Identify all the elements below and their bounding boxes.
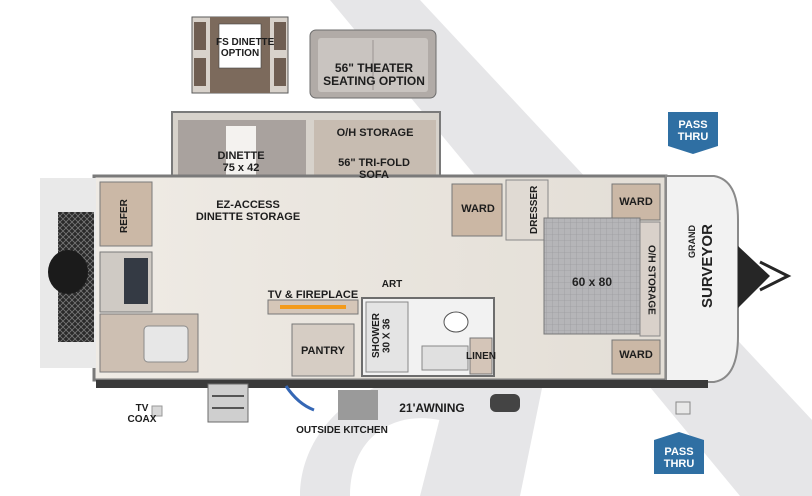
- kitchen-sink: [143, 325, 189, 363]
- theater-seating-option-drawing: [309, 29, 437, 99]
- linen-label: LINEN: [466, 351, 496, 362]
- entry-steps: [207, 383, 249, 423]
- toilet: [443, 311, 469, 333]
- dinette-table: [226, 126, 256, 184]
- ward-mid-drawing: [451, 183, 503, 237]
- ward-mid-label: WARD: [461, 203, 495, 215]
- sofa-drawing: [314, 120, 436, 182]
- pass-thru-badge-bottom-shape: [654, 432, 704, 474]
- pantry-label: PANTRY: [301, 345, 345, 357]
- outdoor-hose: [284, 385, 315, 412]
- stove-top: [124, 258, 148, 304]
- coax-port: [151, 405, 163, 417]
- brand-grand: GRAND: [687, 225, 697, 259]
- bed-drawing: [543, 217, 641, 335]
- oh-storage-top-label: O/H STORAGE: [336, 127, 414, 139]
- awning-rail: [96, 380, 708, 388]
- fs-dinette-option-drawing: [191, 16, 289, 94]
- pantry-drawing: [291, 323, 355, 377]
- hitch: [738, 246, 770, 308]
- refer-label: REFER: [119, 199, 130, 233]
- hitch-tongue: [759, 260, 792, 292]
- spare-tire: [48, 250, 88, 294]
- oh-storage-right-label: O/H STORAGE: [645, 245, 657, 315]
- front-cap: [665, 175, 739, 383]
- ward-bottom-right-drawing: [611, 339, 661, 375]
- dresser-drawing: [505, 179, 549, 241]
- refer-drawing: [99, 181, 153, 247]
- outside-kitchen-drawing: [338, 390, 378, 420]
- ward-top-right-label: WARD: [619, 196, 653, 208]
- front-jack: [675, 401, 691, 415]
- oh-storage-right-drawing: [639, 221, 661, 337]
- awning-label: 21'AWNING: [399, 401, 465, 415]
- pass-thru-badge-top-shape: [668, 112, 718, 154]
- outside-kitchen-label: OUTSIDE KITCHEN: [296, 425, 388, 436]
- dresser-label: DRESSER: [529, 185, 540, 235]
- fireplace-flame: [280, 305, 346, 309]
- ward-bottom-right-label: WARD: [619, 349, 653, 361]
- art-label: ART: [381, 279, 403, 290]
- bed-size-label: 60 x 80: [571, 275, 613, 289]
- linen-drawing: [469, 337, 493, 375]
- brand-surveyor: SURVEYOR: [699, 224, 716, 308]
- wheel-well: [490, 394, 520, 412]
- tv-fireplace-label: TV & FIREPLACE: [267, 289, 359, 301]
- bath-vanity: [421, 345, 469, 371]
- shower-drawing: [365, 301, 409, 373]
